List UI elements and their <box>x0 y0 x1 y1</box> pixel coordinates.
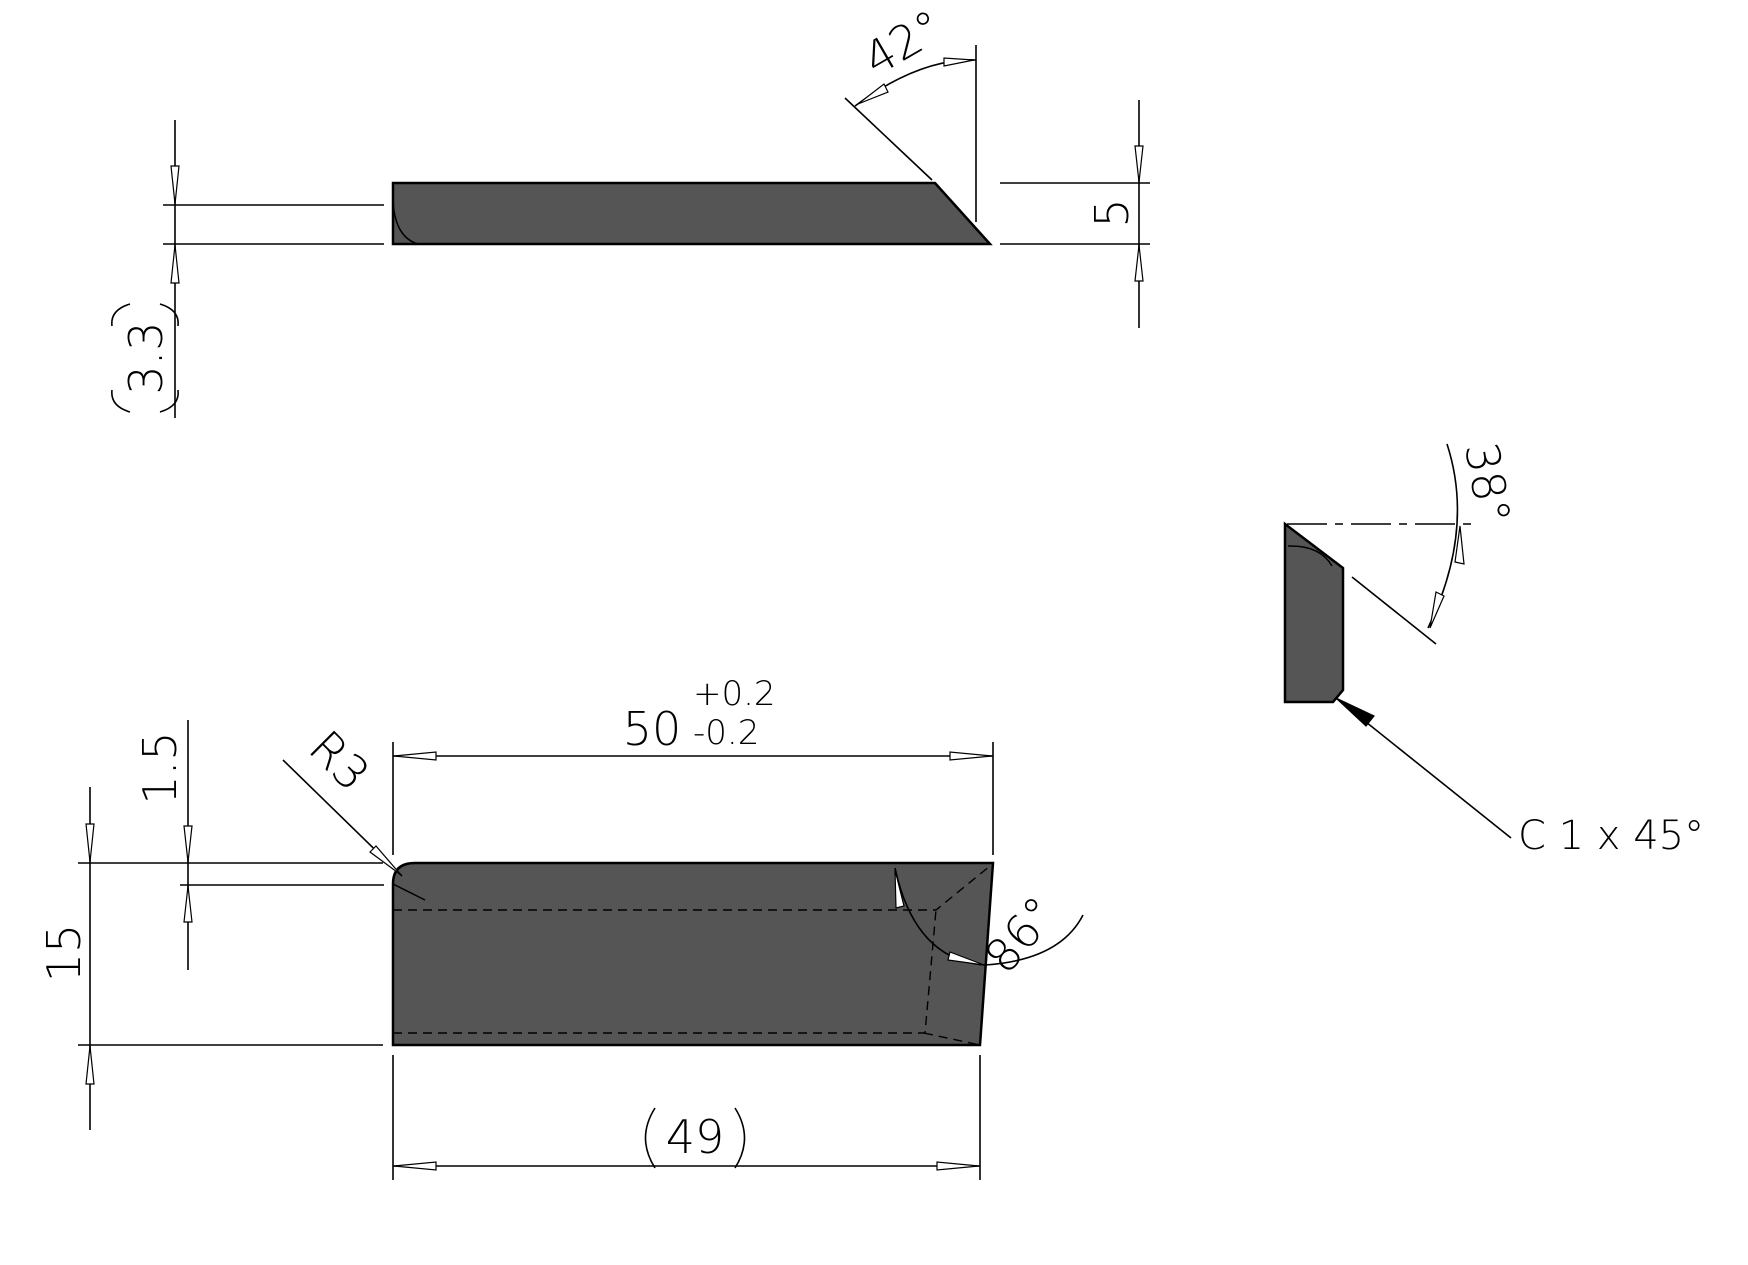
inset-1-5-label: 1.5 <box>133 731 187 804</box>
angle-86-arrow-bottom <box>947 951 985 966</box>
angle-42-extension-line <box>844 97 933 181</box>
length-50-arrow-left <box>393 751 437 761</box>
top-view-blade-body <box>391 181 993 246</box>
angle-86-arc <box>894 867 1084 966</box>
ref-3-3-label: 3.3 <box>119 321 173 394</box>
chamfer-label: C 1 x 45° <box>1518 813 1704 859</box>
chamfer-leader-arrow <box>1335 697 1375 727</box>
ref-3-3-arrow-bottom <box>170 244 180 284</box>
top-view-rounded-corner-edge <box>391 182 419 245</box>
ref-49-label: 49 <box>666 1110 725 1164</box>
front-view-radius-tangent-line <box>392 883 426 901</box>
length-50-arrow-right <box>949 751 993 761</box>
angle-38-label: 38° <box>1454 438 1521 528</box>
angle-38-arrow-bottom <box>1429 591 1445 629</box>
height-15-arrow-top <box>85 823 95 863</box>
ref-49-paren-right <box>734 1107 746 1169</box>
angle-38-arrow-top <box>1454 525 1465 565</box>
ref-3-3-paren-bottom <box>111 389 131 413</box>
ref-3-3-arrow-top <box>170 165 180 205</box>
length-50-label: 50 <box>623 702 682 756</box>
ref-3-3-paren-bottom-right <box>159 389 179 413</box>
radius-r3-arrow <box>369 845 402 876</box>
thickness-5-label: 5 <box>1085 198 1139 227</box>
ref-3-3-paren-top <box>111 303 131 327</box>
ref-49-arrow-right <box>936 1161 980 1171</box>
side-view: 38° C 1 x 45° <box>1283 438 1704 859</box>
ref-3-3-paren-top-right <box>159 303 179 327</box>
inset-1-5-arrow-top <box>183 825 193 863</box>
angle-86-arrow-top <box>894 869 905 909</box>
inset-1-5-arrow-bottom <box>183 885 193 923</box>
height-15-arrow-bottom <box>85 1045 95 1085</box>
radius-r3-label: R3 <box>299 720 380 801</box>
angle-42-arrow-right <box>943 57 975 67</box>
ref-49-paren-left <box>644 1107 656 1169</box>
angle-38-extension-line <box>1351 576 1437 645</box>
angle-42-label: 42° <box>854 0 952 87</box>
front-view: 50 +0.2 -0.2 49 15 1.5 R3 86° <box>37 674 1084 1180</box>
length-50-tolerance-plus: +0.2 <box>693 674 776 714</box>
angle-42-arrow-left <box>857 83 889 105</box>
side-view-bevel-edge <box>1287 545 1333 567</box>
top-view: 42° 5 3.3 <box>111 0 1150 418</box>
front-view-blade-body <box>391 861 995 1047</box>
ref-49-arrow-left <box>393 1161 437 1171</box>
length-50-tolerance-minus: -0.2 <box>693 713 759 753</box>
front-view-hidden-top <box>393 865 991 911</box>
side-view-blade-body <box>1283 521 1345 704</box>
thickness-arrow-bottom <box>1134 244 1144 282</box>
thickness-arrow-top <box>1134 145 1144 183</box>
front-view-hidden-corner <box>923 1032 981 1046</box>
height-15-label: 15 <box>37 924 91 983</box>
